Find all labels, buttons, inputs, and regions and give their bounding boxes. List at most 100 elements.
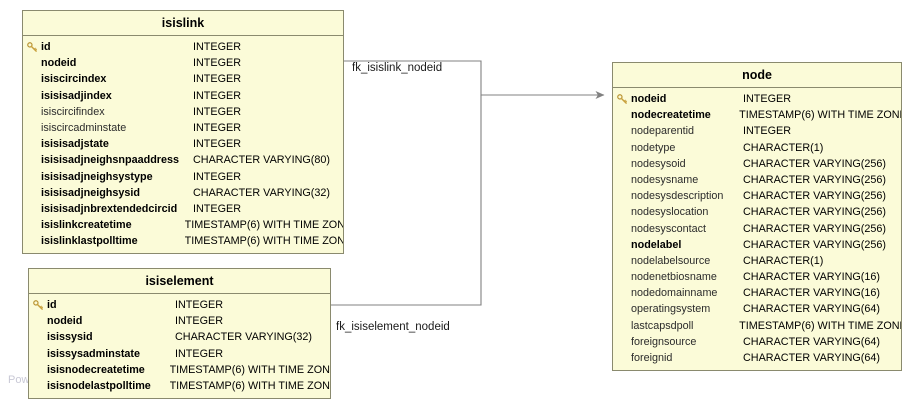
- table-row: nodesyscontact CHARACTER VARYING(256): [613, 221, 901, 237]
- column-type: INTEGER: [193, 138, 241, 151]
- table-row: isisnodelastpolltime TIMESTAMP(6) WITH T…: [29, 378, 330, 394]
- column-type: INTEGER: [193, 89, 241, 102]
- column-name: isisisadjnbrextendedcircid: [41, 202, 178, 215]
- column-name: isisisadjindex: [41, 89, 112, 102]
- column-name: foreignsource: [631, 335, 697, 348]
- column-type: CHARACTER VARYING(16): [743, 271, 880, 284]
- column-type: CHARACTER VARYING(32): [193, 186, 330, 199]
- primary-key-icon: [613, 93, 631, 105]
- column-name: isislinkcreatetime: [41, 219, 132, 232]
- column-name: isisisadjneighsnpaaddress: [41, 154, 180, 167]
- column-name: isissysadminstate: [47, 347, 141, 360]
- column-name: nodesysoid: [631, 157, 686, 170]
- entity-title-node: node: [613, 63, 901, 88]
- column-name: isisisadjneighsystype: [41, 170, 153, 183]
- column-type: INTEGER: [175, 299, 223, 311]
- column-type: TIMESTAMP(6) WITH TIME ZONE: [739, 319, 901, 332]
- table-row: isisisadjneighsystype INTEGER: [23, 169, 343, 185]
- table-row: isisnodecreatetime TIMESTAMP(6) WITH TIM…: [29, 362, 330, 378]
- column-name: nodelabelsource: [631, 254, 711, 267]
- table-row: nodesysname CHARACTER VARYING(256): [613, 172, 901, 188]
- column-type: INTEGER: [193, 170, 241, 183]
- column-name: nodelabel: [631, 238, 682, 251]
- table-row: nodeid INTEGER: [23, 55, 343, 71]
- column-type: INTEGER: [193, 41, 241, 53]
- table-row: nodesyslocation CHARACTER VARYING(256): [613, 204, 901, 220]
- column-type: TIMESTAMP(6) WITH TIME ZONE: [739, 109, 901, 122]
- column-name: nodenetbiosname: [631, 271, 717, 284]
- primary-key-icon: [29, 299, 47, 311]
- column-name: isiscircindex: [41, 73, 107, 86]
- table-row: isiscircindex INTEGER: [23, 71, 343, 87]
- column-type: CHARACTER VARYING(64): [743, 303, 880, 316]
- entity-table-node[interactable]: node nodeid INTEGER nodecreatetime TIMES…: [612, 62, 902, 372]
- entity-title-isislink: isislink: [23, 11, 343, 36]
- column-type: CHARACTER VARYING(256): [743, 238, 886, 251]
- column-name: nodeid: [47, 315, 83, 328]
- relationship-label-fk-isislink-nodeid: fk_isislink_nodeid: [352, 62, 443, 74]
- table-row: isiscircifindex INTEGER: [23, 104, 343, 120]
- entity-table-isislink[interactable]: isislink id INTEGER nodeid INTEGER isisc…: [22, 10, 344, 255]
- column-type: INTEGER: [175, 315, 223, 328]
- column-name: nodeid: [41, 57, 77, 70]
- entity-table-isiselement[interactable]: isiselement id INTEGER nodeid INTEGER is…: [28, 268, 331, 400]
- column-type: TIMESTAMP(6) WITH TIME ZONE: [169, 379, 330, 392]
- table-row: nodeid INTEGER: [29, 313, 330, 329]
- column-type: CHARACTER VARYING(256): [743, 222, 886, 235]
- table-row: isislinklastpolltime TIMESTAMP(6) WITH T…: [23, 233, 343, 249]
- column-name: isiscircadminstate: [41, 121, 127, 134]
- table-row: nodelabelsource CHARACTER(1): [613, 253, 901, 269]
- column-type: INTEGER: [193, 121, 241, 134]
- column-type: CHARACTER(1): [743, 254, 824, 267]
- column-type: INTEGER: [193, 202, 241, 215]
- table-row: isisisadjneighsysid CHARACTER VARYING(32…: [23, 185, 343, 201]
- column-type: CHARACTER VARYING(256): [743, 173, 886, 186]
- table-row: id INTEGER: [23, 39, 343, 55]
- relationship-label-fk-isiselement-nodeid: fk_isiselement_nodeid: [336, 321, 450, 333]
- column-name: nodeparentid: [631, 125, 695, 138]
- table-row: isiscircadminstate INTEGER: [23, 120, 343, 136]
- table-row: isisisadjstate INTEGER: [23, 136, 343, 152]
- table-row: nodelabel CHARACTER VARYING(256): [613, 237, 901, 253]
- watermark-text: Pow: [8, 374, 30, 386]
- column-type: CHARACTER VARYING(64): [743, 352, 880, 364]
- column-type: CHARACTER VARYING(16): [743, 287, 880, 300]
- column-name: id: [41, 41, 51, 53]
- column-name: isisisadjstate: [41, 138, 109, 151]
- column-type: TIMESTAMP(6) WITH TIME ZONE: [169, 363, 330, 376]
- column-name: isissysid: [47, 331, 93, 344]
- column-name: nodeid: [631, 93, 667, 105]
- table-row: nodesysdescription CHARACTER VARYING(256…: [613, 188, 901, 204]
- table-row: isisisadjindex INTEGER: [23, 88, 343, 104]
- column-name: foreignid: [631, 352, 673, 364]
- column-name: nodedomainname: [631, 287, 718, 300]
- table-row: nodeparentid INTEGER: [613, 123, 901, 139]
- column-list-node: nodeid INTEGER nodecreatetime TIMESTAMP(…: [613, 88, 901, 370]
- table-row: nodecreatetime TIMESTAMP(6) WITH TIME ZO…: [613, 107, 901, 123]
- column-type: INTEGER: [175, 347, 223, 360]
- column-name: nodesyscontact: [631, 222, 707, 235]
- column-type: CHARACTER VARYING(256): [743, 206, 886, 219]
- column-type: INTEGER: [193, 73, 241, 86]
- connector-fk-isiselement-nodeid: [331, 95, 482, 306]
- column-type: CHARACTER(1): [743, 141, 824, 154]
- column-type: CHARACTER VARYING(64): [743, 335, 880, 348]
- column-list-isislink: id INTEGER nodeid INTEGER isiscircindex …: [23, 36, 343, 253]
- table-row: nodetype CHARACTER(1): [613, 140, 901, 156]
- column-name: lastcapsdpoll: [631, 319, 694, 332]
- column-type: CHARACTER VARYING(256): [743, 157, 886, 170]
- column-type: TIMESTAMP(6) WITH TIME ZONE: [184, 235, 343, 248]
- table-row: isissysid CHARACTER VARYING(32): [29, 329, 330, 345]
- table-row: foreignid CHARACTER VARYING(64): [613, 350, 901, 366]
- column-name: nodesysdescription: [631, 190, 724, 203]
- table-row: nodenetbiosname CHARACTER VARYING(16): [613, 269, 901, 285]
- table-row: foreignsource CHARACTER VARYING(64): [613, 334, 901, 350]
- table-row: isislinkcreatetime TIMESTAMP(6) WITH TIM…: [23, 217, 343, 233]
- column-name: isislinklastpolltime: [41, 235, 138, 248]
- table-row: nodeid INTEGER: [613, 91, 901, 107]
- column-name: isisnodecreatetime: [47, 363, 145, 376]
- column-type: INTEGER: [743, 125, 791, 138]
- column-type: CHARACTER VARYING(32): [175, 331, 312, 344]
- table-row: isisisadjneighsnpaaddress CHARACTER VARY…: [23, 152, 343, 168]
